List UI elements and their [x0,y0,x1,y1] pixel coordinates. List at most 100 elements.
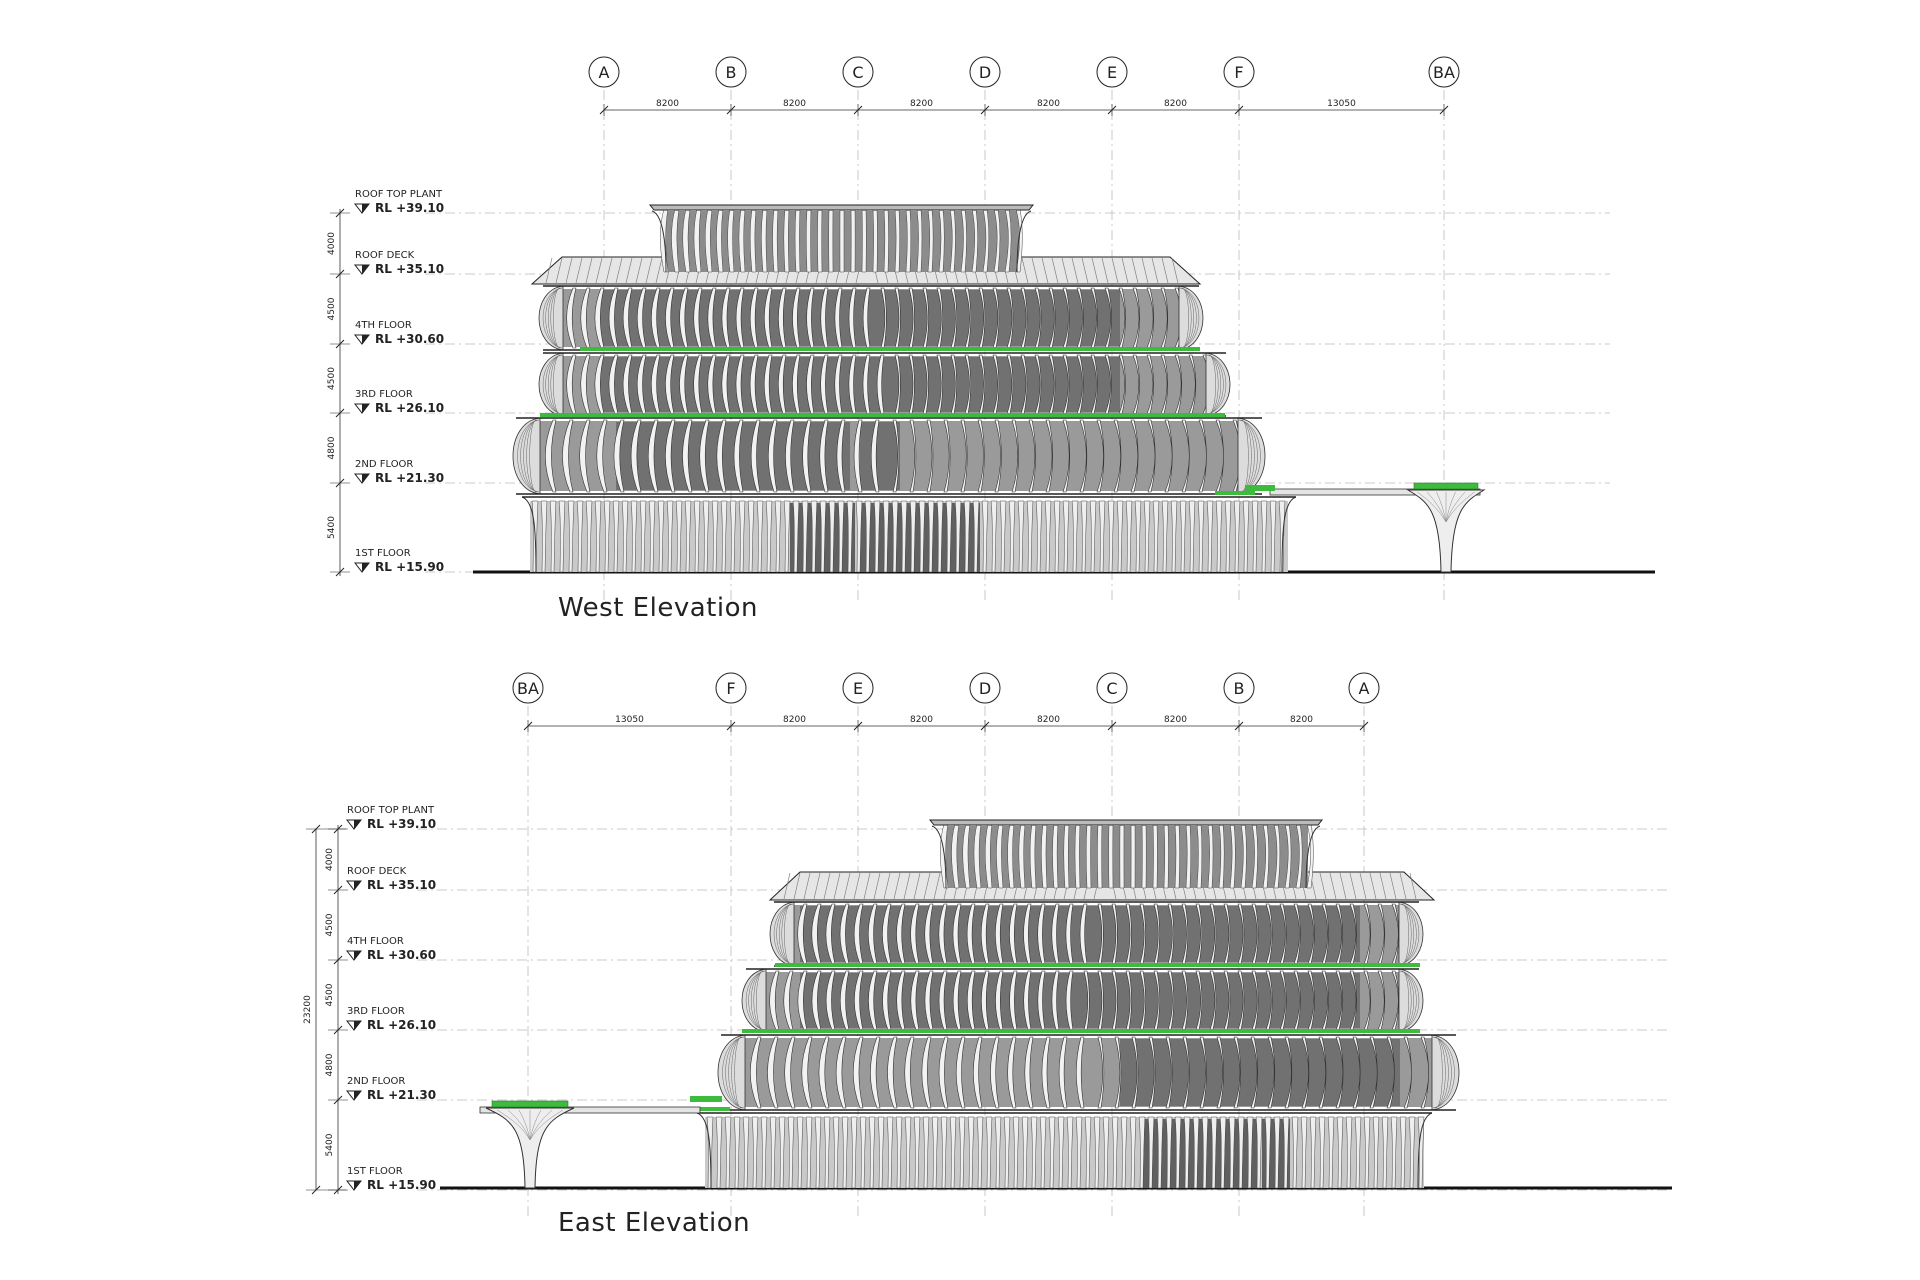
interior-shadow [1120,1039,1400,1106]
grid-label: F [726,679,735,698]
pilotis-fin [630,500,638,573]
pilotis-fin [931,1116,939,1189]
dimension-value: 13050 [615,715,644,725]
facade-fin [1114,1036,1122,1109]
pilotis-fin [1165,1116,1173,1189]
parapet-rib [1399,872,1407,900]
dimension-tick [333,1025,343,1035]
level-name: 2ND FLOOR [347,1076,405,1087]
parapet-rib [595,257,603,284]
level-name: ROOF DECK [355,250,415,261]
ground-floor [521,496,1297,573]
plant-fin [960,208,967,273]
plant-cornice [648,204,1035,211]
pilotis-fin [720,500,728,573]
pilotis-fin [1291,1116,1299,1189]
pilotis-fin [567,500,575,573]
pilotis-fin [1089,500,1097,573]
facade-fin [1045,419,1053,493]
pilotis-fin [675,500,683,573]
pilotis-fin [648,500,656,573]
pilotis-fin [1242,500,1250,573]
canopy-flare [1281,496,1297,573]
level-marker-icon [362,474,369,483]
parapet-rib [863,872,871,900]
pilotis-fin [828,500,836,573]
level-name: 3RD FLOOR [355,389,413,400]
end-cap-rib [553,354,560,415]
facade-fin [733,419,744,493]
facade-fin [785,419,795,493]
pilotis-fin [747,500,755,573]
facade-fin [716,419,727,493]
fourth-floor-band [769,901,1424,967]
dimension-value: 8200 [910,99,933,109]
pilotis-fin [733,1116,741,1189]
plant-fin [1284,823,1292,889]
plant-fin [1251,823,1258,889]
facade-fin [1352,1036,1361,1109]
pilotis-fin [621,500,629,573]
level-rl: RL +39.10 [375,201,444,215]
pilotis-fin [1192,1116,1200,1189]
grid-bubble [715,672,747,704]
parapet-rib [1031,257,1039,284]
floor-height-value: 4800 [327,436,337,459]
end-cap-rib [1435,1036,1446,1109]
plant-fin [916,208,923,273]
pilotis-fin [949,1116,957,1189]
parapet-rib [1131,257,1139,284]
pilotis-fin [1228,1116,1236,1189]
grid-label: F [1234,63,1243,82]
pilotis-fin [1053,500,1061,573]
facade-fin [994,419,1002,493]
pilotis-fin [787,1116,795,1189]
pilotis-fin [1071,500,1079,573]
facade-fin [630,419,642,493]
pilotis-fin [868,1116,876,1189]
plant-fin [949,208,956,273]
pilotis-fin [922,1116,930,1189]
parapet-rib [625,257,633,284]
pilotis-fin [832,1116,840,1189]
plant-fin [1063,823,1070,889]
facade-fin [1024,1036,1034,1109]
pilotis-fin [715,1116,723,1189]
grid-label: E [853,679,863,698]
interior-shadow [600,357,1120,412]
dimension-value: 8200 [1037,99,1060,109]
facade-fin [1007,1036,1017,1109]
pilotis-fin [558,500,566,573]
level-rl: RL +35.10 [375,262,444,276]
plant-fin [1015,208,1023,273]
parapet-rib [565,257,573,284]
grid-bubble [842,56,874,88]
pilotis-fin [1044,500,1052,573]
parapet-rib [1091,257,1099,284]
pilotis-fin [594,500,602,573]
column-rib [1445,491,1466,523]
overall-height-value: 23200 [303,995,313,1024]
floor-height-value: 5400 [325,1133,335,1156]
pilotis-fin [927,500,935,573]
grid-bubble [588,56,620,88]
interior-shadow [800,973,1360,1028]
parapet-rib [1349,872,1357,900]
floor-height-value: 4000 [325,848,335,871]
pilotis-fin [1318,1116,1326,1189]
plant-fin [1097,823,1103,889]
pilotis-fin [1264,1116,1272,1189]
facade-fin [926,419,934,493]
pilotis-fin [666,500,674,573]
facade-fin [1403,1036,1412,1109]
pilotis-fin [1354,1116,1362,1189]
plant-fin [772,208,779,273]
second-floor-band [694,1034,1460,1111]
end-cap-rib [776,903,793,965]
pilotis-fin [1111,1116,1119,1189]
dimension-tick [335,567,345,577]
end-cap-rib [728,1036,743,1109]
level-rl: RL +35.10 [367,878,436,892]
pilotis-fin [1170,500,1178,573]
pilotis-fin [1273,1116,1281,1189]
